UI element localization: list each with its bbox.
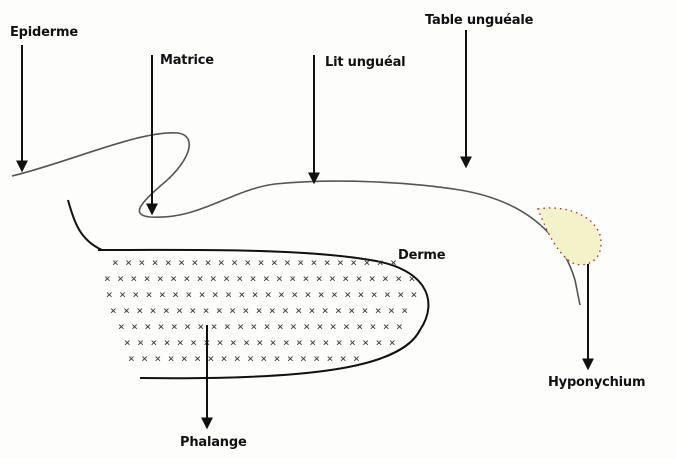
phalanx-hatching: × × × × × × × × × × × × × × × × × × × × … xyxy=(104,256,417,365)
hyponychium-shape xyxy=(538,208,601,265)
label-lit-ungueal: Lit unguéal xyxy=(325,55,405,70)
label-epiderme: Epiderme xyxy=(10,25,78,40)
dermis-left-edge xyxy=(68,200,102,250)
svg-text:× × × × × × × × × × × × × × ×: × × × × × × × × × × × × × × × × × × × × … xyxy=(124,336,396,349)
label-phalange: Phalange xyxy=(180,435,247,450)
svg-text:× × × × × × × × × × × × × × ×: × × × × × × × × × × × × × × × × × × × × … xyxy=(104,272,415,285)
label-table-ungueale: Table unguéale xyxy=(425,13,533,28)
label-matrice: Matrice xyxy=(160,53,214,68)
svg-text:× × × × × × × × × × × × × × ×: × × × × × × × × × × × × × × × × × × × × … xyxy=(110,304,408,317)
svg-text:× × × × × × × × × × × × × × ×: × × × × × × × × × × × × × × × × × × × × … xyxy=(112,256,397,269)
svg-text:× × × × × × × × × × × × × × ×: × × × × × × × × × × × × × × × × × × × × … xyxy=(118,320,403,333)
svg-text:× × × × × × × × × × × × × × ×: × × × × × × × × × × × × × × × × × × × × … xyxy=(106,288,417,301)
svg-text:× × × × × × × × × × × × × × ×: × × × × × × × × × × × × × × × × × × xyxy=(128,352,360,365)
label-hyponychium: Hyponychium xyxy=(548,375,645,390)
label-derme: Derme xyxy=(398,248,445,263)
